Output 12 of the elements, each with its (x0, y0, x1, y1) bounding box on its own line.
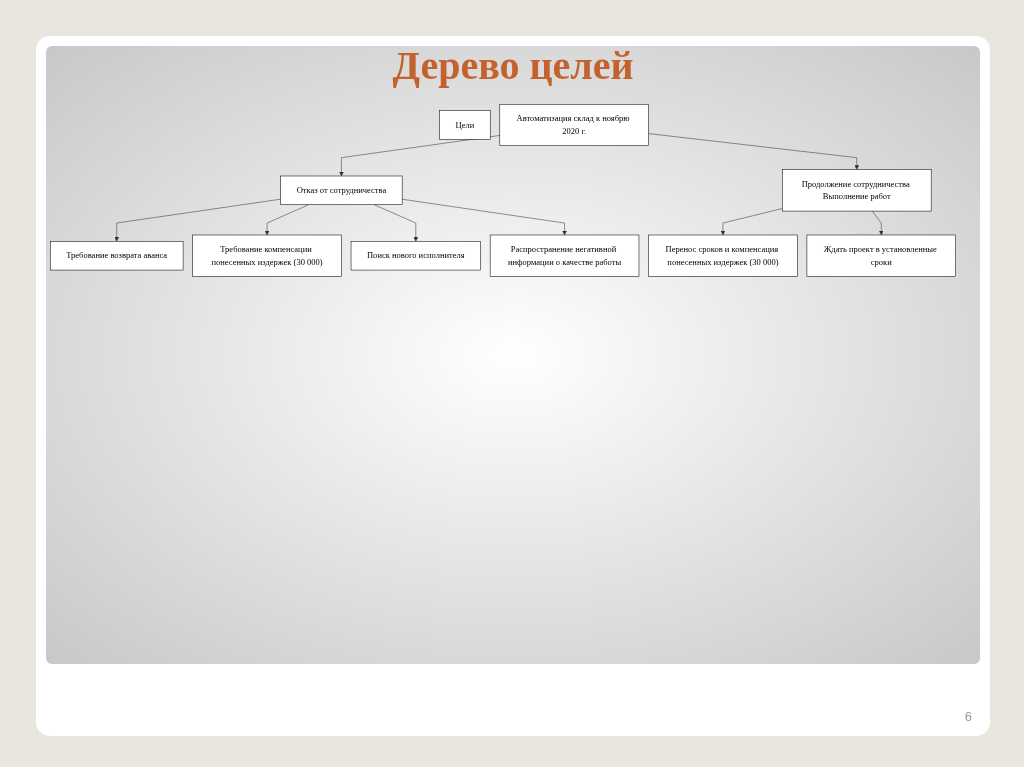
node-box: Цели (439, 110, 491, 140)
page-number: 6 (964, 709, 972, 724)
node-box: Поиск нового исполнителя (350, 241, 481, 271)
node-box: Требование компенсации понесенных издержек (30 000) (192, 234, 342, 277)
node-box: Автоматизация склад к ноябрю 2020 г. (499, 104, 649, 146)
diagram-title: Дерево целей (391, 42, 635, 89)
node-box: Перенос сроков и компенсация понесенных издержек (30 000) (648, 234, 798, 277)
node-box: Отказ от сотрудничества (280, 175, 403, 205)
node-box: Продолжение сотрудничества Выполнение работ (782, 169, 932, 212)
node-box: Требование возврата аванса (50, 241, 184, 271)
node-box: Распространение негативной информации о качестве работы (489, 234, 640, 277)
node-box: Ждать проект в установленные сроки (806, 234, 956, 277)
